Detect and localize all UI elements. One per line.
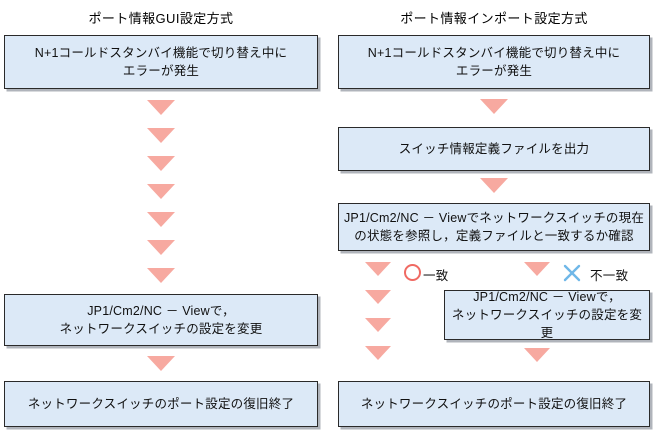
gui-chain-arrow-5 xyxy=(147,212,175,227)
import-step-1-box: N+1コールドスタンバイ機能で切り替え中に エラーが発生 xyxy=(338,35,650,89)
mismatch-branch-arrow-2 xyxy=(524,348,550,362)
match-branch-label: 一致 xyxy=(423,269,449,283)
column-title-import: ポート情報インポート設定方式 xyxy=(400,11,588,26)
gui-chain-arrow-4 xyxy=(147,184,175,199)
import-step-1-text: N+1コールドスタンバイ機能で切り替え中に エラーが発生 xyxy=(367,45,621,78)
cross-icon xyxy=(563,264,581,282)
import-step-4-text: JP1/Cm2/NC － Viewで， ネットワークスイッチの設定を変更 xyxy=(451,289,643,341)
import-step-5-text: ネットワークスイッチのポート設定の復旧終了 xyxy=(360,396,628,411)
mismatch-branch-arrow-1 xyxy=(524,262,550,276)
import-step-4-box: JP1/Cm2/NC － Viewで， ネットワークスイッチの設定を変更 xyxy=(444,290,650,340)
gui-step-3-box: ネットワークスイッチのポート設定の復旧終了 xyxy=(4,381,318,427)
import-step-3-box: JP1/Cm2/NC － Viewでネットワークスイッチの現在 の状態を参照し，… xyxy=(338,203,650,251)
gui-chain-arrow-7 xyxy=(147,268,175,283)
import-step-5-box: ネットワークスイッチのポート設定の復旧終了 xyxy=(338,381,650,427)
match-branch-arrow-4 xyxy=(365,346,391,360)
import-step-2-box: スイッチ情報定義ファイルを出力 xyxy=(338,127,650,171)
match-branch-arrow-1 xyxy=(365,262,391,276)
gui-step-3-text: ネットワークスイッチのポート設定の復旧終了 xyxy=(27,396,295,411)
gui-final-arrow xyxy=(147,356,175,371)
gui-step-1-text: N+1コールドスタンバイ機能で切り替え中に エラーが発生 xyxy=(34,45,288,78)
gui-step-2-text: JP1/Cm2/NC － Viewで， ネットワークスイッチの設定を変更 xyxy=(59,303,263,336)
gui-chain-arrow-3 xyxy=(147,156,175,171)
match-branch-arrow-2 xyxy=(365,290,391,304)
column-title-gui: ポート情報GUI設定方式 xyxy=(88,11,234,26)
import-step-3-text: JP1/Cm2/NC － Viewでネットワークスイッチの現在 の状態を参照し，… xyxy=(343,210,645,243)
import-step-2-text: スイッチ情報定義ファイルを出力 xyxy=(398,141,590,156)
import-arrow-1 xyxy=(480,99,508,114)
gui-step-2-box: JP1/Cm2/NC － Viewで， ネットワークスイッチの設定を変更 xyxy=(4,294,318,346)
match-branch-arrow-3 xyxy=(365,318,391,332)
gui-chain-arrow-2 xyxy=(147,128,175,143)
mismatch-branch-label: 不一致 xyxy=(590,269,629,283)
gui-chain-arrow-1 xyxy=(147,100,175,115)
gui-chain-arrow-6 xyxy=(147,240,175,255)
import-arrow-2 xyxy=(480,178,508,193)
circle-icon xyxy=(404,264,421,281)
gui-step-1-box: N+1コールドスタンバイ機能で切り替え中に エラーが発生 xyxy=(4,35,318,89)
